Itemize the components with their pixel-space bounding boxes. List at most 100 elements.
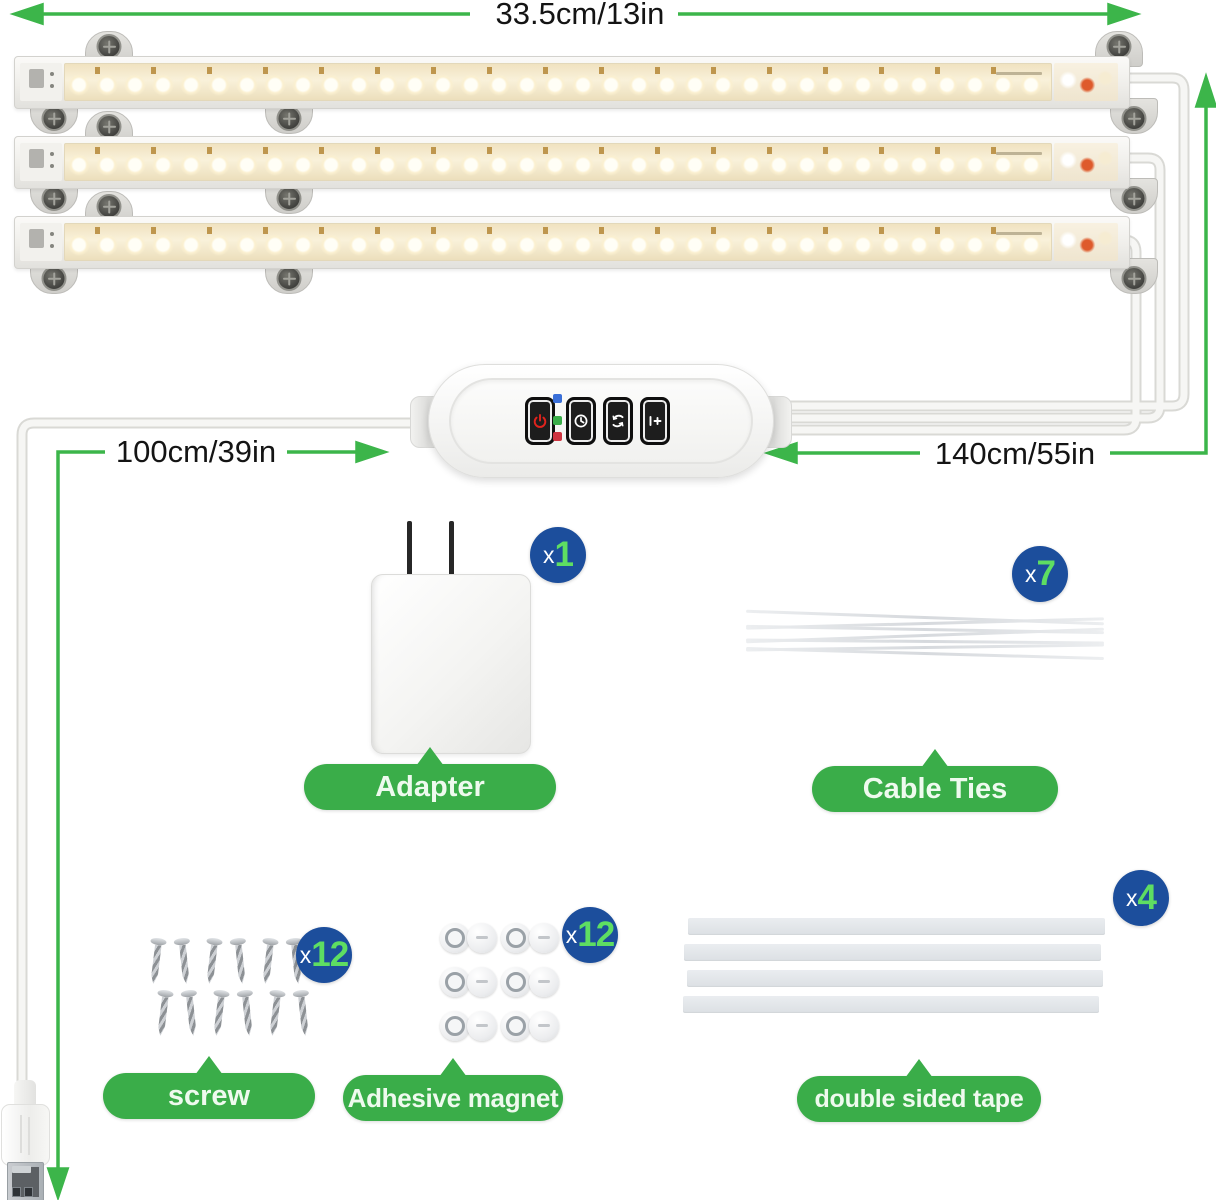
count-x: x — [1025, 560, 1037, 587]
clock-icon — [574, 414, 588, 428]
right-cable-length-label: 140cm/55in — [934, 436, 1096, 471]
tape-label: double sided tape — [814, 1084, 1024, 1113]
screw-head — [157, 989, 174, 999]
adhesive-magnet-item — [501, 923, 531, 953]
bracket-screw-icon — [1121, 266, 1147, 291]
light-bar-3 — [14, 191, 1158, 294]
arrowhead-up — [1194, 72, 1216, 108]
tape-label-pill: double sided tape — [797, 1076, 1041, 1122]
adapter-prong-right — [449, 521, 454, 577]
screw-shank — [298, 997, 309, 1037]
usb-metal-shell — [7, 1162, 44, 1200]
count-number: 12 — [577, 915, 615, 954]
screw-head — [206, 937, 223, 947]
adhesive-magnet-item — [440, 967, 470, 997]
screw-shank — [235, 945, 246, 985]
brightness-button[interactable] — [640, 397, 670, 445]
screw-head — [150, 937, 167, 947]
cable-ties-label: Cable Ties — [862, 772, 1008, 805]
dimension-lines — [9, 2, 1216, 1200]
screw-shank — [242, 997, 253, 1037]
adhesive-magnet-item — [529, 1011, 559, 1041]
led-strip — [64, 63, 1052, 101]
bar-end-cap-left — [20, 223, 62, 261]
bar2-cable — [768, 154, 1164, 422]
right-dimension-line — [1110, 100, 1208, 455]
left-power-cable — [18, 419, 450, 1085]
bracket-screw-icon — [276, 266, 302, 291]
screw-head — [236, 989, 254, 998]
usb-pin — [12, 1187, 21, 1197]
left-dimension-line — [56, 450, 105, 1172]
bar-length-label: 33.5cm/13in — [495, 0, 665, 31]
cycle-icon — [612, 414, 624, 428]
screw-head — [173, 937, 191, 946]
adapter-label-pill: Adapter — [304, 764, 556, 810]
bar1-cable — [768, 74, 1188, 410]
timer-indicator-green — [553, 416, 562, 425]
bar-end-cap-left — [20, 63, 62, 101]
bracket-screw-icon — [41, 186, 67, 211]
led-strip — [64, 143, 1052, 181]
usb-pin — [24, 1187, 33, 1197]
tape-strip — [687, 970, 1103, 987]
power-icon — [533, 414, 547, 428]
screw-head — [229, 937, 247, 946]
screw-head — [292, 989, 310, 998]
screw-label-pill: screw — [103, 1073, 315, 1119]
mounting-bracket — [1110, 258, 1158, 294]
screw-shank — [186, 997, 197, 1037]
screw-shank — [262, 945, 274, 985]
bar-print-mark — [996, 72, 1042, 75]
cycle-button[interactable] — [603, 397, 633, 445]
light-bar-2 — [14, 111, 1158, 214]
bracket-screw-icon — [276, 186, 302, 211]
bracket-screw-icon — [276, 106, 302, 131]
bracket-screw-icon — [41, 266, 67, 291]
dim-plus-icon — [649, 416, 662, 426]
arrowhead-right — [1107, 2, 1142, 26]
bar-end-wiring — [1054, 63, 1118, 101]
inline-controller — [428, 364, 774, 478]
count-x: x — [1126, 884, 1138, 911]
count-x: x — [299, 941, 312, 968]
bracket-screw-icon — [1121, 106, 1147, 131]
bar-end-wiring — [1054, 223, 1118, 261]
bar-print-mark — [996, 232, 1042, 235]
screw-head — [269, 989, 286, 999]
count-number: 7 — [1036, 554, 1056, 593]
count-number: 1 — [554, 535, 574, 574]
arrowhead-down — [46, 1167, 70, 1200]
timer-indicator-blue — [553, 394, 562, 403]
controller-face — [449, 378, 753, 464]
count-x: x — [565, 921, 578, 948]
screw-head — [213, 989, 230, 999]
screw-head — [262, 937, 279, 947]
arrowhead-left — [9, 2, 44, 26]
adhesive-magnet-item — [501, 1011, 531, 1041]
screw-label: screw — [167, 1079, 251, 1112]
adhesive-magnet-item — [440, 923, 470, 953]
bracket-screw-icon — [41, 106, 67, 131]
adhesive-magnet-item — [440, 1011, 470, 1041]
arrowhead-left-140 — [763, 441, 798, 465]
adapter-label: Adapter — [375, 770, 485, 803]
left-cable-length-label: 100cm/39in — [115, 434, 277, 469]
magnet-label-pill: Adhesive magnet — [343, 1075, 563, 1121]
usb-body — [1, 1104, 50, 1166]
bar-end-cap-left — [20, 143, 62, 181]
screw-shank — [179, 945, 190, 985]
usb-slot — [12, 1166, 31, 1173]
timer-button[interactable] — [566, 397, 596, 445]
adhesive-magnet-item — [467, 967, 497, 997]
bar-print-mark — [996, 152, 1042, 155]
bracket-screw-icon — [1121, 186, 1147, 211]
power-button[interactable] — [525, 397, 555, 445]
screw-shank — [213, 997, 225, 1037]
